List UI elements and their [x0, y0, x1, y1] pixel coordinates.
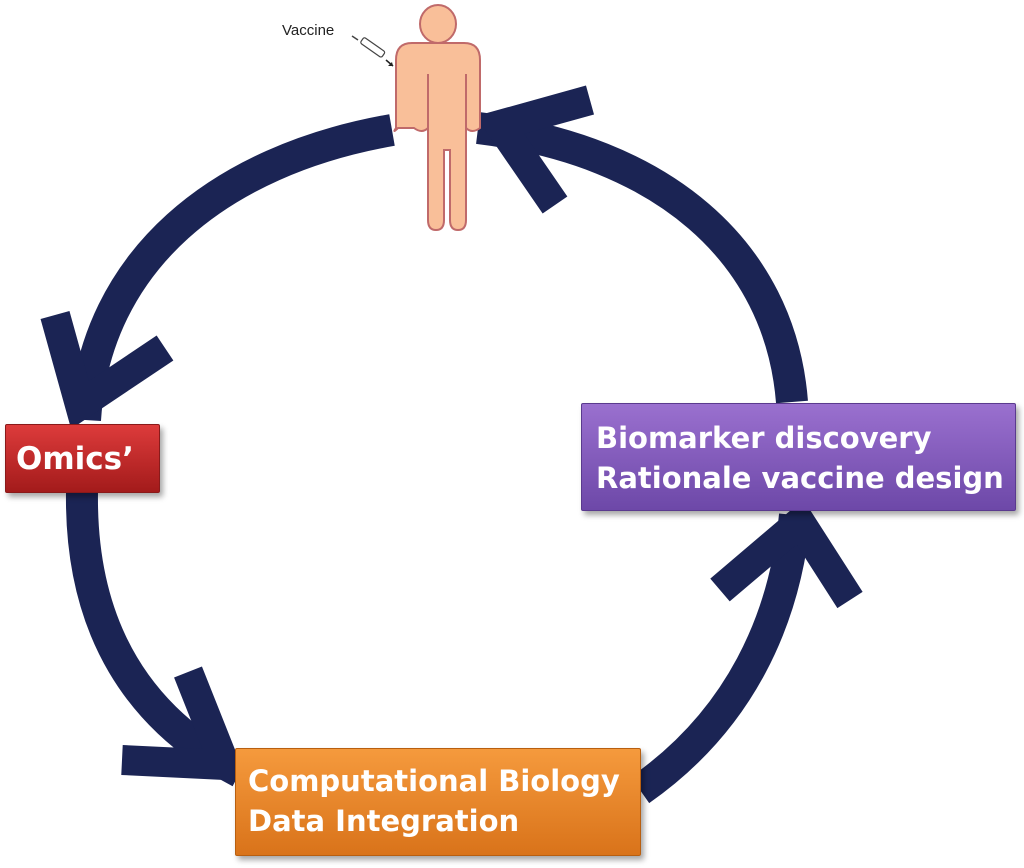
biomarker-line-2: Rationale vaccine design	[596, 461, 1004, 495]
syringe-icon	[351, 35, 394, 67]
computational-line-2: Data Integration	[248, 804, 520, 838]
omics-box: Omics’	[5, 424, 160, 493]
vaccine-label: Vaccine	[282, 22, 335, 39]
computational-line-1: Computational Biology	[248, 764, 620, 798]
human-head	[419, 4, 457, 44]
omics-label: Omics’	[16, 441, 134, 477]
biomarker-box: Biomarker discovery Rationale vaccine de…	[581, 403, 1016, 511]
human-figure-icon	[393, 4, 481, 232]
arrowhead-to-omics	[40, 310, 174, 430]
arc-biomarker-to-human	[476, 112, 808, 404]
computational-box: Computational Biology Data Integration	[235, 748, 641, 856]
arrowhead-to-human	[475, 85, 595, 214]
arc-human-to-omics	[69, 114, 395, 422]
arrowheads	[40, 85, 863, 782]
arrowhead-to-computational	[121, 666, 248, 782]
human-body	[393, 42, 481, 232]
arrowhead-to-biomarker	[710, 499, 863, 609]
biomarker-line-1: Biomarker discovery	[596, 421, 932, 455]
arc-computational-to-biomarker	[630, 513, 811, 804]
